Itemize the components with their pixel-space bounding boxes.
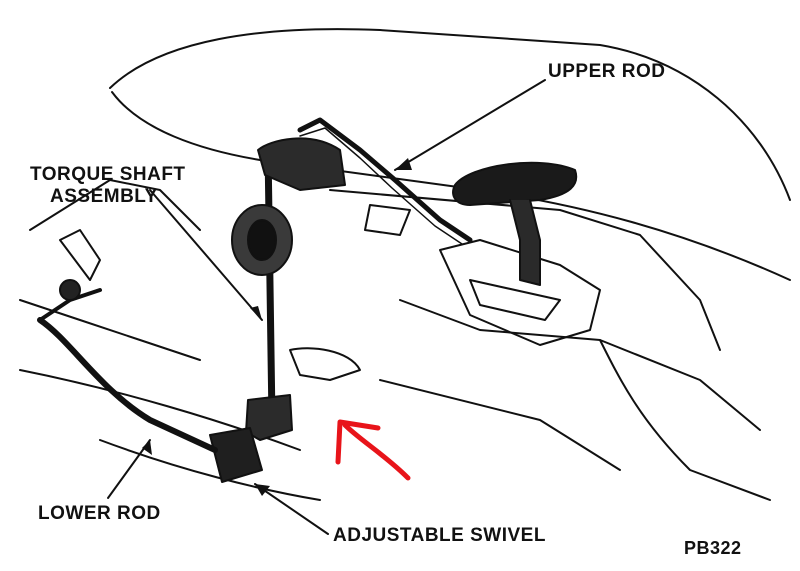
arrowhead-torque: [250, 306, 262, 320]
upper-rod-label: UPPER ROD: [548, 61, 666, 82]
arrowhead-lower: [142, 440, 152, 455]
torque-shaft-label: TORQUE SHAFT ASSEMBLY: [30, 164, 186, 208]
upper-rod-inner: [299, 127, 463, 245]
arrowhead-upper: [395, 158, 412, 170]
torque-mount-inner: [247, 219, 277, 261]
dash-outline: [109, 28, 791, 201]
lever-slot: [469, 279, 561, 321]
torque-shaft-label-line2: ASSEMBLY: [50, 186, 158, 207]
leader-torque: [149, 189, 263, 321]
arrowhead-swivel: [255, 484, 270, 496]
leader-swivel: [254, 483, 329, 535]
figure-code: PB322: [684, 538, 742, 558]
torque-shaft: [264, 146, 276, 424]
lever-housing: [439, 239, 601, 346]
shift-handle-grip: [452, 161, 578, 206]
bracket-detail-1: [364, 204, 411, 236]
leader-lower-rod: [107, 439, 151, 499]
dash-lower-edge: [111, 91, 791, 281]
lower-rod: [37, 317, 218, 453]
adjustable-swivel-label: ADJUSTABLE SWIVEL: [333, 525, 546, 546]
torque-shaft-top-bracket: [257, 137, 346, 191]
annotation-arrow-head: [335, 419, 381, 465]
shift-handle-stem: [509, 199, 541, 286]
torque-shaft-label-line1: TORQUE SHAFT: [30, 164, 186, 185]
lower-rod-label: LOWER ROD: [38, 503, 161, 524]
floor-line-2: [379, 379, 621, 471]
left-base: [19, 299, 201, 361]
upper-rod: [297, 117, 473, 243]
bracket-detail-2: [289, 347, 361, 381]
annotation-arrow-shaft: [342, 422, 411, 481]
leader-upper-rod: [394, 79, 546, 171]
console-front: [599, 339, 771, 501]
left-pivot: [59, 279, 81, 301]
swivel-joint: [209, 427, 263, 483]
left-wall: [29, 179, 201, 231]
lower-swivel-block: [245, 394, 293, 441]
console-side: [399, 299, 761, 431]
left-bracket: [59, 229, 101, 281]
floor-line-3: [99, 439, 321, 501]
